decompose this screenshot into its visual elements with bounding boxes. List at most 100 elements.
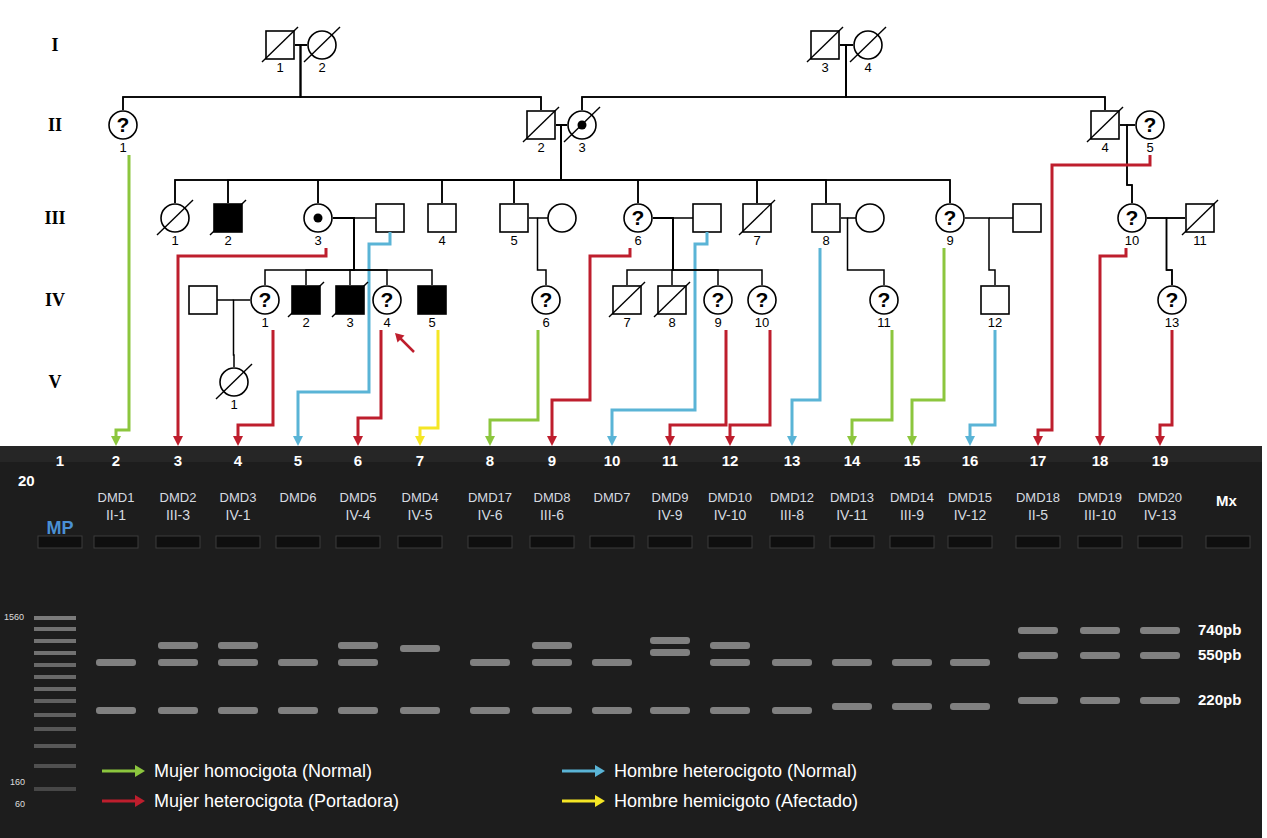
connector-line bbox=[358, 330, 381, 438]
lane-number: 19 bbox=[1152, 452, 1169, 470]
connector-line bbox=[840, 45, 1105, 110]
sample-connector bbox=[111, 155, 129, 446]
pedigree-connector bbox=[228, 125, 561, 203]
sample-label: IV-11 bbox=[836, 506, 868, 524]
mating-line bbox=[989, 217, 1013, 219]
arrowhead bbox=[485, 436, 495, 446]
female-symbol: ?4 bbox=[372, 285, 402, 330]
spouse-symbol bbox=[1013, 204, 1041, 232]
dna-band bbox=[532, 659, 572, 666]
connector-line bbox=[318, 125, 561, 203]
sample-leader-line bbox=[298, 232, 390, 437]
pedigree-symbol bbox=[657, 285, 687, 315]
gel-lane: 19DMD20IV-13 bbox=[1134, 446, 1187, 532]
lane-number: 6 bbox=[354, 452, 362, 470]
pedigree-symbol bbox=[980, 285, 1010, 315]
dna-band bbox=[158, 707, 198, 714]
ladder-band bbox=[34, 616, 76, 620]
dna-band bbox=[158, 642, 198, 649]
unknown-status-mark: ? bbox=[703, 285, 733, 315]
individual-number: 5 bbox=[499, 233, 529, 248]
gel-well bbox=[468, 536, 512, 548]
legend-text: Mujer heterocigota (Portadora) bbox=[154, 790, 399, 812]
connector-line bbox=[1167, 218, 1186, 285]
unknown-status-mark: ? bbox=[1157, 285, 1187, 315]
ladder-band bbox=[34, 787, 76, 791]
pedigree-symbol bbox=[427, 203, 457, 233]
ladder-band bbox=[34, 675, 76, 679]
sample-label: DMD3 bbox=[220, 490, 257, 506]
generation-number: IV bbox=[35, 289, 75, 311]
pedigree-symbol bbox=[1090, 110, 1120, 140]
male-symbol: 4 bbox=[427, 203, 457, 248]
gel-lane: 9DMD8III-6 bbox=[526, 446, 578, 532]
individual-number: 2 bbox=[526, 140, 556, 155]
legend-text: Hombre heterocigoto (Normal) bbox=[614, 760, 857, 782]
dna-band bbox=[950, 659, 990, 666]
circle-outline bbox=[1158, 286, 1186, 314]
sample-connector bbox=[1033, 155, 1150, 446]
arrowhead bbox=[233, 436, 243, 446]
gel-well bbox=[830, 536, 874, 548]
dna-band bbox=[96, 659, 136, 666]
ladder-band bbox=[34, 699, 76, 703]
pedigree-symbol bbox=[417, 285, 447, 315]
connector-line bbox=[333, 218, 387, 285]
square-outline bbox=[981, 286, 1009, 314]
unknown-status-mark: ? bbox=[623, 203, 653, 233]
sample-label: DMD7 bbox=[594, 490, 631, 506]
connector-line bbox=[556, 125, 826, 203]
pedigree-symbol bbox=[810, 30, 840, 60]
dna-band bbox=[892, 659, 932, 666]
sample-label: II-5 bbox=[1028, 506, 1048, 524]
generation-number: I bbox=[35, 34, 75, 56]
sample-connector bbox=[847, 330, 892, 446]
sample-label: IV-1 bbox=[226, 506, 251, 524]
dna-band bbox=[772, 659, 812, 666]
connector-line bbox=[970, 330, 995, 438]
individual-number: 9 bbox=[935, 233, 965, 248]
gel-panel bbox=[0, 446, 1262, 838]
generation-number: III bbox=[35, 207, 75, 229]
arrowhead bbox=[725, 436, 735, 446]
legend-arrow-head bbox=[135, 765, 145, 777]
connector-line bbox=[333, 218, 354, 285]
pedigree-symbol bbox=[742, 203, 772, 233]
female-symbol: 4 bbox=[853, 30, 883, 75]
gel-well bbox=[156, 536, 200, 548]
arrowhead bbox=[1095, 436, 1105, 446]
dna-band bbox=[892, 703, 932, 710]
circle-outline bbox=[1118, 204, 1146, 232]
legend-text: Mujer homocigota (Normal) bbox=[154, 760, 372, 782]
size-label: 740pb bbox=[1198, 621, 1241, 639]
arrowhead bbox=[665, 436, 675, 446]
individual-number: 11 bbox=[1185, 233, 1215, 248]
square-outline bbox=[500, 204, 528, 232]
deceased-slash bbox=[210, 200, 246, 235]
connector-line bbox=[556, 125, 638, 203]
gel-well bbox=[1138, 536, 1182, 548]
gel-well bbox=[216, 536, 260, 548]
pedigree-symbol bbox=[499, 203, 529, 233]
lane-number: 3 bbox=[174, 452, 182, 470]
dna-band bbox=[1140, 652, 1180, 659]
female-symbol: ?10 bbox=[1117, 203, 1147, 248]
dna-band bbox=[218, 642, 258, 649]
dna-band bbox=[470, 659, 510, 666]
connector-line bbox=[582, 45, 846, 110]
spouse-symbol bbox=[376, 204, 404, 232]
arrowhead bbox=[415, 436, 425, 446]
individual-number: 1 bbox=[108, 140, 138, 155]
connector-line bbox=[552, 248, 630, 438]
legend-arrow-shaft bbox=[102, 800, 136, 803]
sample-label: DMD19 bbox=[1078, 490, 1122, 506]
proband-arrow bbox=[395, 333, 405, 343]
individual-number: 3 bbox=[335, 315, 365, 330]
dna-band bbox=[278, 659, 318, 666]
gel-well bbox=[1016, 536, 1060, 548]
pedigree-connector bbox=[556, 125, 950, 203]
sample-label: III-9 bbox=[900, 506, 924, 524]
sample-label: DMD9 bbox=[652, 490, 689, 506]
connector-line bbox=[653, 218, 673, 285]
